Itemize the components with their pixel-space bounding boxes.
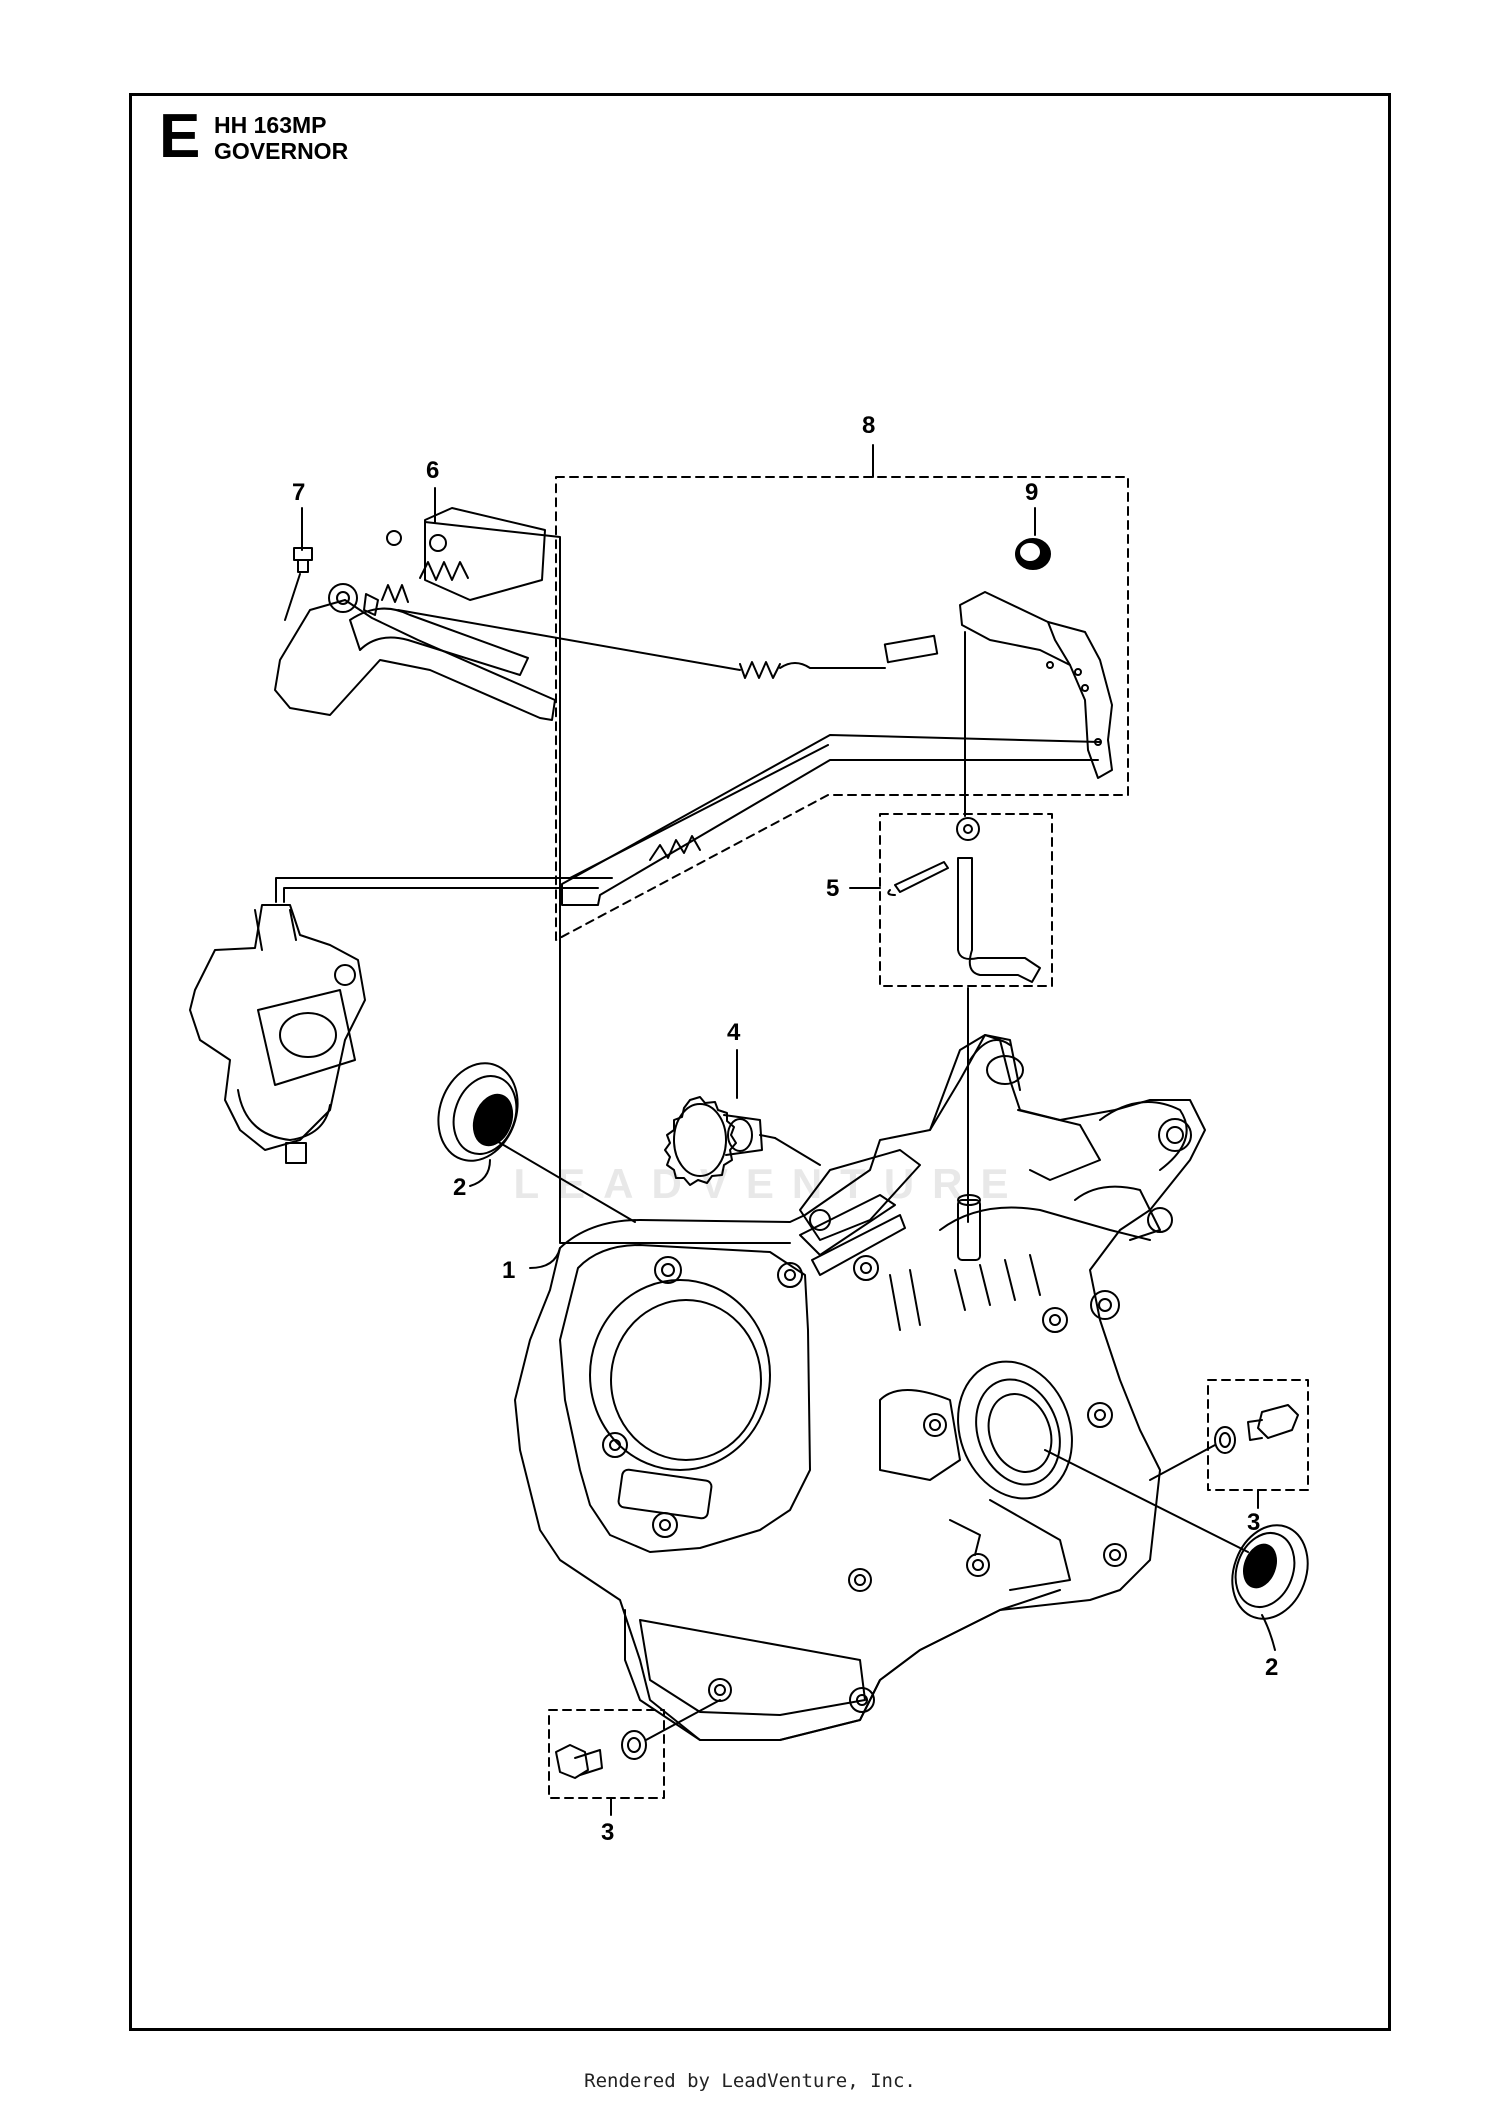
shaft-washer-hole [963,824,973,834]
crankcase [514,1034,1206,1741]
nut-9-face [1018,541,1042,563]
callout-7: 7 [292,479,305,506]
carburetor-bowl [237,1089,331,1141]
screw-7 [293,547,313,573]
control-bracket-plate [424,507,546,601]
control-pivot-bolt [328,583,358,613]
callout-6: 6 [426,457,439,484]
arm-hole [1081,684,1089,692]
arm-hole [1046,661,1054,669]
rod-spring [649,835,701,861]
control-bracket-base [274,599,556,721]
return-spring-wire [397,609,741,671]
control-pivot-bolt-inner [336,591,350,605]
carburetor-drain-bolt [285,1142,307,1164]
rod-to-carb [283,887,599,903]
callout-3-bottom: 3 [601,1819,614,1846]
shaft-washer [956,817,980,841]
governor-arm [959,591,1113,779]
governor-shaft [957,857,1041,983]
callout-5: 5 [826,875,839,902]
control-stop-screw [363,593,379,616]
footer-credit: Rendered by LeadVenture, Inc. [584,2070,916,2092]
screw-7-guide [284,573,301,621]
shaft-pin [887,861,949,896]
rod-to-carb-2 [275,877,613,903]
callout-2-right: 2 [1265,1654,1278,1681]
callout-1: 1 [502,1257,515,1284]
arm-hole [1074,668,1082,676]
leader-2-left [469,1159,491,1187]
section-title: GOVERNOR [214,138,349,164]
oil-seal-left [437,1062,636,1223]
rod-inner [569,744,829,879]
carburetor-choke [334,964,356,986]
carburetor-body [189,904,366,1151]
control-lever [349,607,529,676]
callout-3-right: 3 [1247,1509,1260,1536]
group-box-3-right [1207,1379,1309,1491]
return-spring [739,661,781,679]
carburetor-bore [279,1012,337,1058]
oil-seal-right [1044,1449,1309,1620]
callout-9: 9 [1025,479,1038,506]
leader-2-right [1261,1614,1276,1651]
return-spring-hook [779,662,886,669]
governor-arm-edge [1047,621,1071,666]
carburetor-flange [257,989,356,1086]
callout-2-left: 2 [453,1174,466,1201]
model-label: HH 163MP [214,112,327,138]
control-plate-hole [429,534,447,552]
governor-gear [664,1096,821,1186]
section-letter: E [159,102,201,171]
control-spring-2 [381,584,409,603]
group-box-3-bottom [548,1709,665,1799]
callout-4: 4 [727,1019,741,1046]
group-box-8 [555,476,1129,941]
bracket-link-line [424,521,791,1244]
carburetor-lever [254,909,297,951]
drain-plug-bottom [555,1699,721,1779]
drain-plug-right [1149,1404,1299,1481]
diagram-frame [129,93,1391,2031]
callout-8: 8 [862,412,875,439]
arm-spring-end [883,634,939,664]
governor-rod [561,734,1101,906]
control-spring [419,561,469,581]
control-screw [386,530,402,546]
